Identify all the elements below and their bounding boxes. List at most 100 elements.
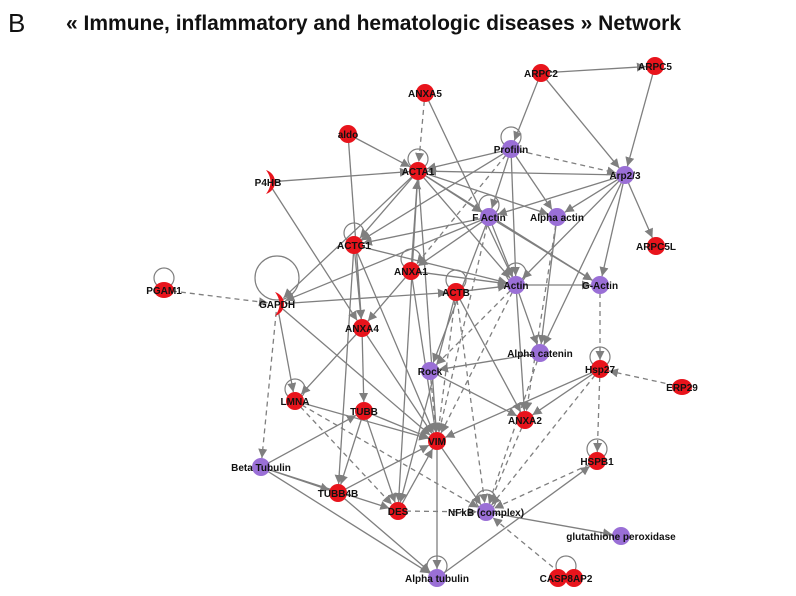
node-label-Profilin: Profilin xyxy=(494,145,528,156)
node-TUBB[interactable]: TUBB xyxy=(350,402,378,420)
node-label-ARPC2: ARPC2 xyxy=(524,69,558,80)
node-shape-ERP29 xyxy=(672,379,692,395)
node-BetaTubulin[interactable]: Beta Tubulin xyxy=(231,458,291,476)
self-loop-GAPDH xyxy=(254,255,300,301)
node-AlphaCatenin[interactable]: Alpha catenin xyxy=(507,344,573,362)
edge-FActin-to-Actin xyxy=(491,224,514,277)
node-aldo[interactable]: aldo xyxy=(338,125,359,143)
edge-ACTA1-to-AlphaActin xyxy=(425,172,549,216)
edge-TUBB-to-VIM xyxy=(371,413,429,439)
node-Hsp27[interactable]: Hsp27 xyxy=(585,360,615,378)
node-VIM[interactable]: VIM xyxy=(428,432,446,450)
node-shape-ANXA2 xyxy=(516,411,534,429)
edge-DES-to-VIM xyxy=(401,448,434,505)
node-shape-Hsp27 xyxy=(591,360,609,378)
node-label-ERP29: ERP29 xyxy=(666,383,698,394)
edge-Profilin-to-ACTA1 xyxy=(426,150,504,172)
node-AlphaActin[interactable]: Alpha actin xyxy=(530,208,584,226)
edge-PGAM1-to-GAPDH xyxy=(171,290,269,307)
node-ARPC5L[interactable]: ARPC5L xyxy=(636,237,676,255)
edge-Arp23-to-GActin xyxy=(599,182,624,277)
edge-FActin-to-ACTG1 xyxy=(362,217,482,246)
node-Arp23[interactable]: Arp2/3 xyxy=(609,166,641,184)
node-label-ARPC5L: ARPC5L xyxy=(636,242,676,253)
edge-TUBB4B-to-VIM xyxy=(344,444,430,490)
edge-AlphaTubulin-to-HSPB1 xyxy=(443,465,591,574)
node-Rock[interactable]: Rock xyxy=(418,362,443,380)
edge-Profilin-to-Arp23 xyxy=(518,150,617,176)
node-label-LMNA: LMNA xyxy=(281,397,310,408)
edge-LMNA-to-VIM xyxy=(302,402,429,441)
node-ACTB[interactable]: ACTB xyxy=(442,283,470,301)
node-GPX[interactable]: glutathione peroxidase xyxy=(566,527,676,545)
node-ACTA1[interactable]: ACTA1 xyxy=(402,162,435,180)
node-ACTG1[interactable]: ACTG1 xyxy=(337,236,371,254)
node-label-ANXA5: ANXA5 xyxy=(408,89,442,100)
node-HSPB1[interactable]: HSPB1 xyxy=(580,452,614,470)
node-ANXA5[interactable]: ANXA5 xyxy=(408,84,442,102)
node-PGAM1[interactable]: PGAM1 xyxy=(146,282,182,298)
edge-P4HB-to-ACTA1 xyxy=(275,167,410,183)
edge-ACTB-to-DES xyxy=(398,299,455,503)
edge-Arp23-to-AlphaCatenin xyxy=(543,181,623,346)
node-DES[interactable]: DES xyxy=(388,502,409,520)
edge-AlphaCatenin-to-NFkB xyxy=(487,360,539,504)
edge-BetaTubulin-to-AlphaTubulin xyxy=(267,470,430,574)
node-label-PGAM1: PGAM1 xyxy=(146,286,182,297)
node-ERP29[interactable]: ERP29 xyxy=(666,379,698,395)
node-CASP8AP2[interactable]: CASP8AP2 xyxy=(540,569,593,587)
edge-Hsp27-to-VIM xyxy=(444,371,593,438)
edge-ACTG1-to-Actin xyxy=(361,246,508,286)
node-shape-ANXA1 xyxy=(402,262,420,280)
node-Profilin[interactable]: Profilin xyxy=(494,140,528,158)
node-label-TUBB4B: TUBB4B xyxy=(318,489,359,500)
node-GAPDH[interactable]: GAPDH xyxy=(259,292,295,316)
node-shape-HSPB1 xyxy=(588,452,606,470)
edge-ACTG1-to-TUBB4B xyxy=(334,252,355,485)
edge-ACTA1-to-ACTG1 xyxy=(359,176,414,239)
node-label-aldo: aldo xyxy=(338,130,359,141)
edge-ANXA5-to-ACTA1 xyxy=(415,100,425,163)
node-FActin[interactable]: F Actin xyxy=(472,208,506,226)
node-TUBB4B[interactable]: TUBB4B xyxy=(318,484,359,502)
edge-Hsp27-to-NFkB xyxy=(491,374,596,506)
node-label-Actin: Actin xyxy=(504,281,529,292)
node-label-ARPC5: ARPC5 xyxy=(638,62,672,73)
node-ARPC2[interactable]: ARPC2 xyxy=(524,64,558,82)
edge-TUBB-to-TUBB4B xyxy=(339,418,363,485)
edge-ACTB-to-VIM xyxy=(434,299,456,433)
edge-ACTA1-to-Actin xyxy=(422,176,511,279)
node-P4HB[interactable]: P4HB xyxy=(255,170,282,194)
node-LMNA[interactable]: LMNA xyxy=(281,392,310,410)
node-shape-PGAM1 xyxy=(154,282,174,298)
network-title: « Immune, inflammatory and hematologic d… xyxy=(66,12,682,35)
edge-Arp23-to-FActin xyxy=(497,176,618,217)
node-ANXA1[interactable]: ANXA1 xyxy=(394,262,428,280)
node-shape-P4HB xyxy=(266,170,275,194)
panel-letter: B xyxy=(8,8,26,38)
edge-ACTB-to-Actin xyxy=(463,282,508,292)
node-AlphaTubulin[interactable]: Alpha tubulin xyxy=(405,569,469,587)
edge-BetaTubulin-to-DES xyxy=(268,468,390,510)
edge-Profilin-to-Actin xyxy=(510,156,520,277)
node-shape-AlphaCatenin xyxy=(531,344,549,362)
node-label-TUBB: TUBB xyxy=(350,407,378,418)
node-ANXA2[interactable]: ANXA2 xyxy=(508,411,542,429)
edge-ANXA2-to-NFkB xyxy=(488,427,523,504)
edge-LMNA-to-NFkB xyxy=(301,404,479,509)
node-shape-AlphaActin xyxy=(548,208,566,226)
node-NFkB[interactable]: NFkB (complex) xyxy=(448,503,524,521)
node-label-VIM: VIM xyxy=(428,437,446,448)
edge-LMNA-to-DES xyxy=(299,406,393,505)
edge-ACTA1-to-VIM xyxy=(417,178,441,433)
node-ANXA4[interactable]: ANXA4 xyxy=(345,319,379,337)
edge-P4HB-to-ANXA4 xyxy=(271,188,358,321)
node-shape-AlphaTubulin xyxy=(428,569,446,587)
node-GActin[interactable]: G-Actin xyxy=(582,276,618,294)
node-Actin[interactable]: Actin xyxy=(504,276,529,294)
edge-ERP29-to-Hsp27 xyxy=(608,368,675,386)
node-ARPC5[interactable]: ARPC5 xyxy=(638,57,672,75)
edge-VIM-to-NFkB xyxy=(441,447,482,505)
edge-CASP8AP2-to-NFkB xyxy=(492,517,561,574)
